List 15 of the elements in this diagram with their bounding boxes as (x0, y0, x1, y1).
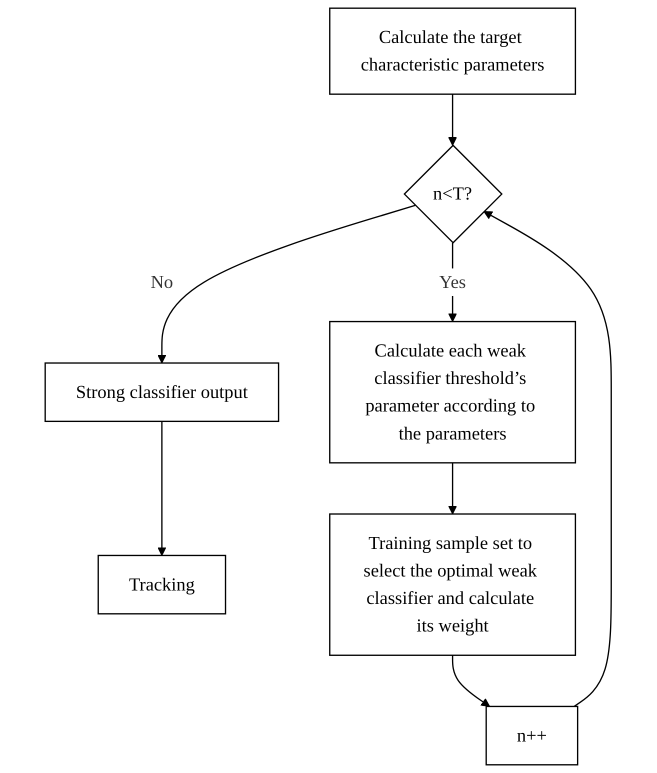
node-diamond: n<T? (404, 144, 504, 244)
edge-label: Yes (439, 271, 466, 292)
node-box: Strong classifier output (44, 362, 280, 422)
arrow (452, 655, 490, 707)
node-box: Tracking (98, 554, 226, 614)
node-box: Training sample set to select the optimal weak classifier and calculate its weight (329, 513, 576, 656)
arrow (448, 462, 458, 514)
edge-label: No (150, 271, 174, 292)
arrow (158, 204, 416, 364)
node-box: Calculate the target characteristic parameters (329, 8, 576, 95)
arrow (484, 211, 612, 707)
node-box: n++ (486, 706, 579, 766)
arrow (448, 94, 458, 146)
arrow (158, 421, 167, 556)
node-box: Calculate each weak classifier threshold’s parameter according to the parameters (329, 320, 576, 464)
